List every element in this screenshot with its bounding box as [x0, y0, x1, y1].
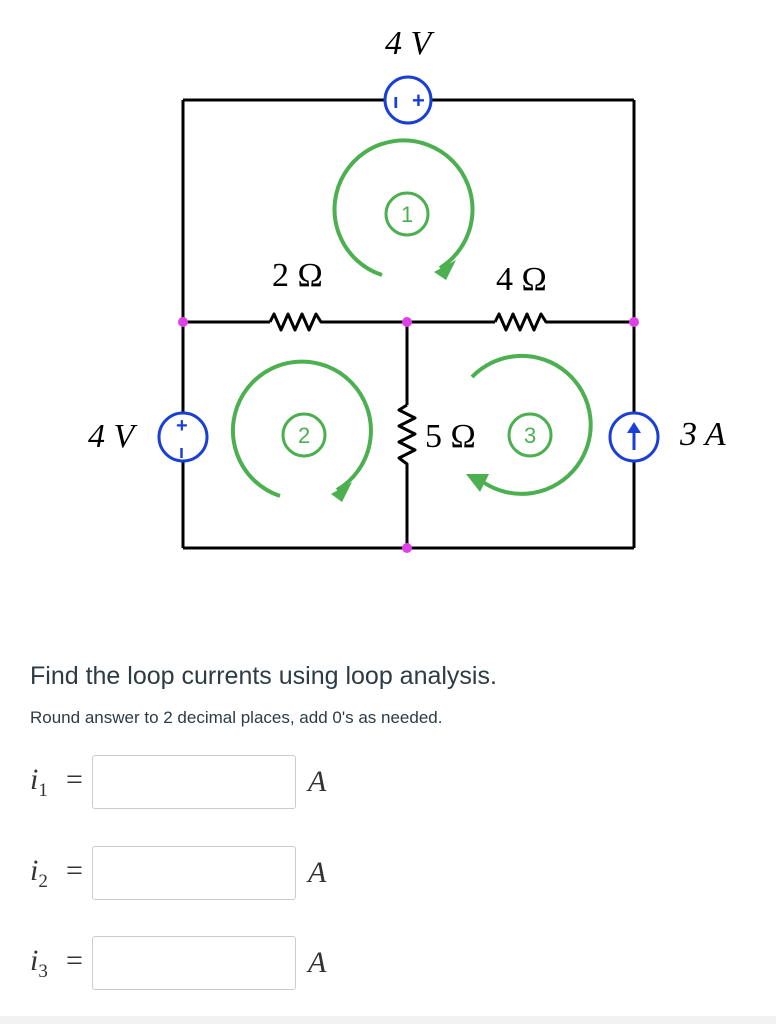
answer-input-i2[interactable]: [92, 846, 296, 900]
label-source-top: 4 V: [385, 25, 436, 62]
loop-2-number: 2: [298, 423, 310, 448]
loop-3-arrow-icon: [466, 474, 489, 492]
polarity-plus-top: +: [412, 88, 425, 113]
loop-1-arrow-icon: [434, 260, 456, 280]
resistor-5ohm: [397, 403, 417, 470]
unit-label: A: [308, 946, 327, 979]
label-resistor-2ohm: 2 Ω: [272, 257, 323, 294]
variable-symbol: i: [30, 763, 39, 796]
equals-sign: =: [66, 854, 83, 887]
unit-label: A: [308, 856, 327, 889]
bottom-divider: [0, 1016, 776, 1024]
answer-row-i1: i1 = A: [30, 755, 430, 811]
question-text: Find the loop currents using loop analys…: [30, 662, 497, 690]
answer-input-i1[interactable]: [92, 755, 296, 809]
node-right: [629, 317, 639, 327]
polarity-minus-top: ı: [393, 91, 399, 113]
variable-i2: i2: [30, 854, 48, 893]
polarity-minus-left: ı: [179, 442, 184, 462]
answer-row-i2: i2 = A: [30, 846, 430, 902]
current-source-right: [608, 411, 660, 463]
variable-i3: i3: [30, 944, 48, 983]
node-bottom: [402, 543, 412, 553]
voltage-source-left: + ı: [157, 411, 209, 463]
label-source-left: 4 V: [88, 418, 139, 455]
hint-text: Round answer to 2 decimal places, add 0'…: [30, 708, 443, 727]
label-resistor-4ohm: 4 Ω: [496, 261, 547, 298]
answer-input-i3[interactable]: [92, 936, 296, 990]
variable-i1: i1: [30, 763, 48, 802]
loop-1: 1: [332, 138, 475, 280]
circuit-diagram: 4 V 2 Ω 4 Ω 5 Ω 4 V 3 A ı + + ı 1: [88, 25, 726, 553]
label-source-right: 3 A: [679, 416, 726, 453]
nodes: [178, 317, 639, 553]
polarity-plus-left: +: [176, 415, 188, 437]
label-resistor-5ohm: 5 Ω: [425, 418, 476, 455]
resistor-4ohm: [493, 312, 550, 332]
loop-2: 2: [230, 359, 373, 502]
answer-row-i3: i3 = A: [30, 936, 430, 992]
resistor-2ohm: [268, 312, 325, 332]
variable-symbol: i: [30, 854, 39, 887]
node-left: [178, 317, 188, 327]
variable-subscript: 3: [38, 961, 48, 982]
voltage-source-top: ı +: [383, 75, 433, 125]
loop-2-arrow-icon: [331, 482, 352, 502]
variable-subscript: 1: [38, 780, 48, 801]
equals-sign: =: [66, 763, 83, 796]
node-center: [402, 317, 412, 327]
loop-1-number: 1: [401, 202, 413, 227]
loop-3: 3: [466, 353, 593, 496]
arrow-up-icon: [627, 422, 641, 433]
variable-symbol: i: [30, 944, 39, 977]
loop-3-number: 3: [524, 423, 536, 448]
unit-label: A: [308, 765, 327, 798]
variable-subscript: 2: [38, 871, 48, 892]
equals-sign: =: [66, 944, 83, 977]
